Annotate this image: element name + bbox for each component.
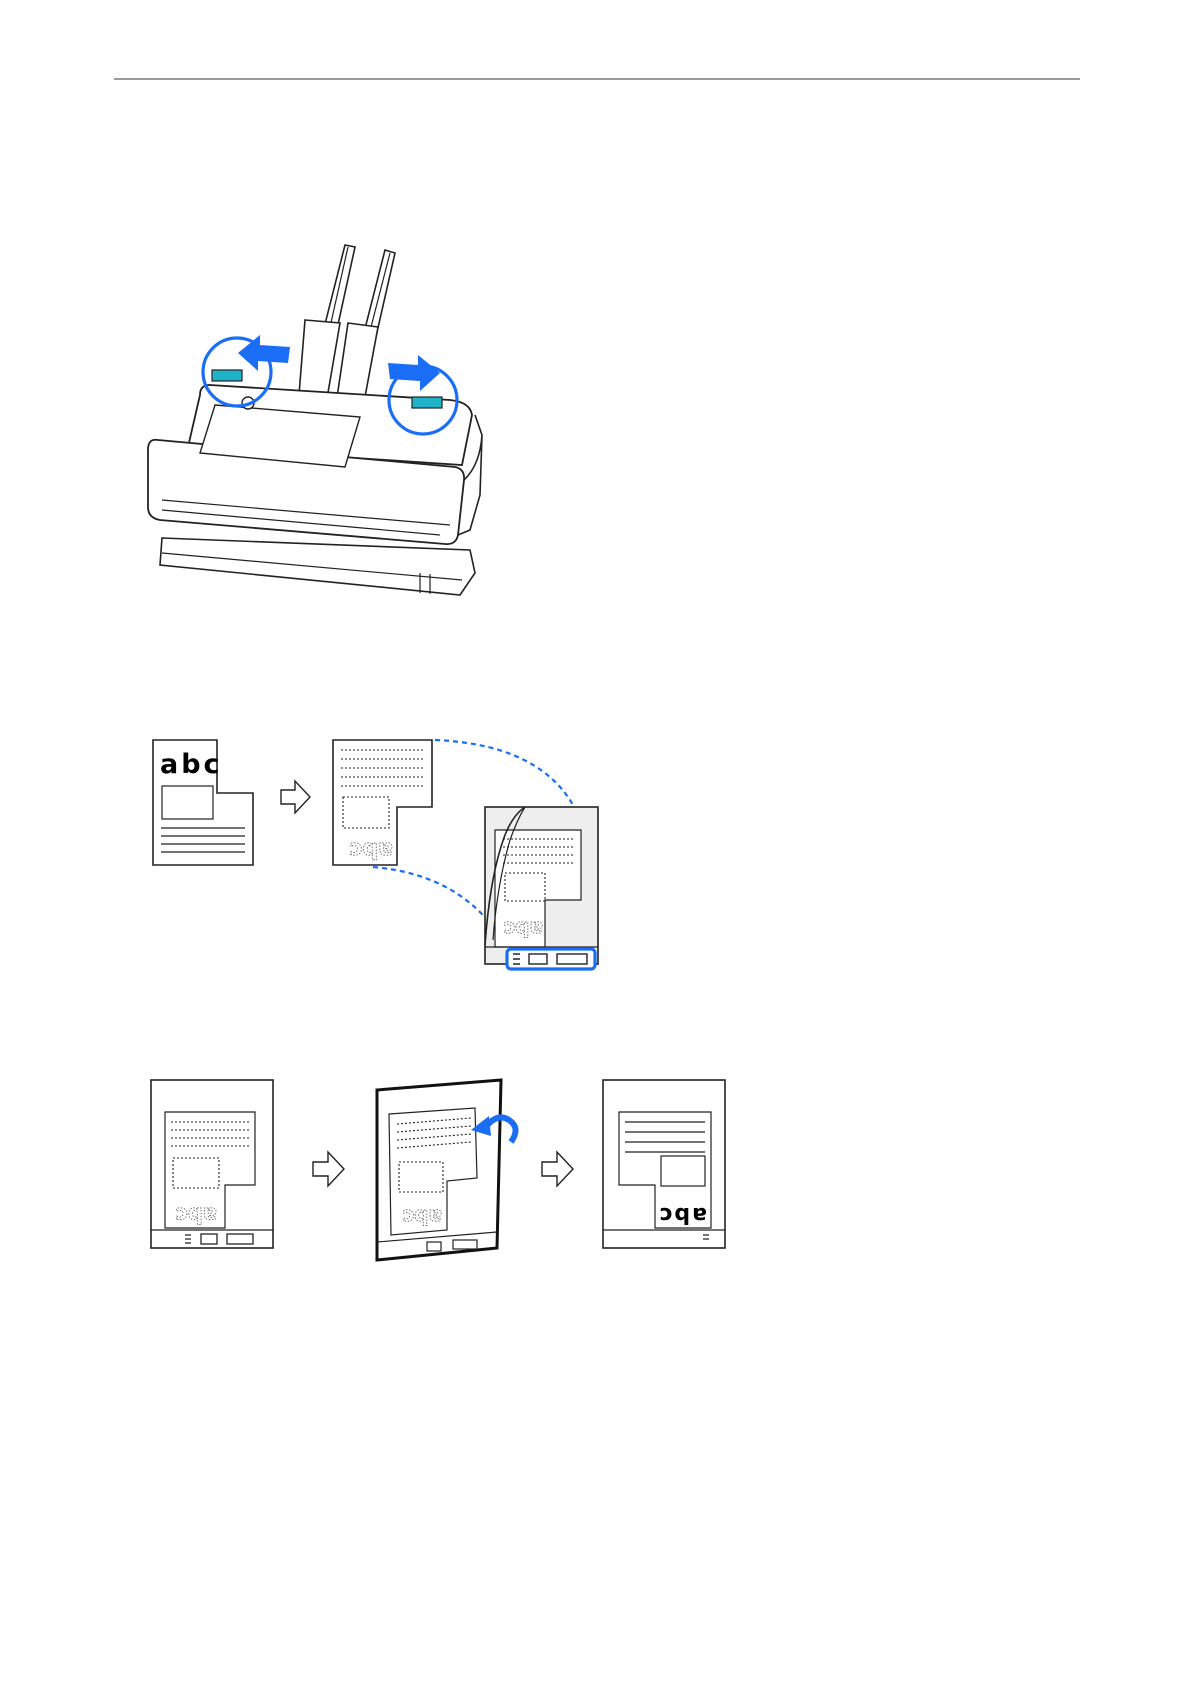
svg-text:abc: abc — [175, 1203, 217, 1227]
svg-text:abc: abc — [503, 917, 543, 941]
header-rule — [114, 78, 1080, 80]
carrier-sheet-placement-illustration: abc abc abc — [145, 735, 615, 975]
carrier-flip-illustration: abc abc abc — [145, 1070, 765, 1270]
flipped-abc-outline: abc — [349, 837, 393, 862]
next-step-arrow-icon — [542, 1152, 573, 1186]
svg-text:abc: abc — [402, 1205, 442, 1229]
next-step-arrow-icon — [313, 1152, 344, 1186]
result-abc-text: abc — [657, 1202, 707, 1227]
original-abc-text: abc — [160, 749, 223, 780]
scanner-illustration — [140, 235, 520, 615]
next-step-arrow-icon — [281, 781, 310, 813]
